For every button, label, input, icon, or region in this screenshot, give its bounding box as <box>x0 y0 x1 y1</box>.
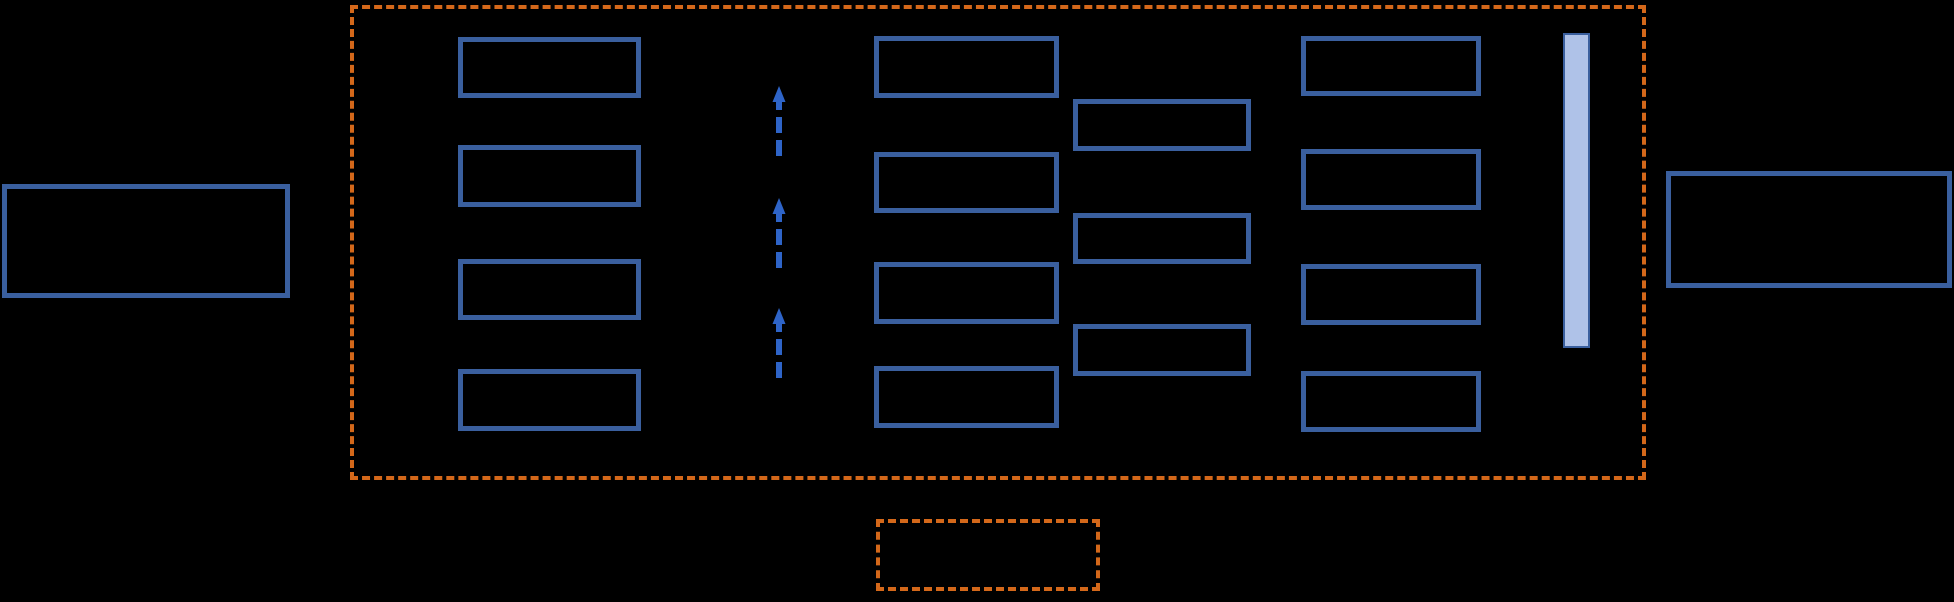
col2-node-2[interactable] <box>874 152 1059 213</box>
col1-node-1[interactable] <box>458 37 641 98</box>
right-outer-node[interactable] <box>1666 171 1952 288</box>
flow-arrow-1-icon <box>769 86 789 156</box>
col1-node-2[interactable] <box>458 145 641 207</box>
vertical-progress-bar[interactable] <box>1563 33 1590 348</box>
col1-node-4[interactable] <box>458 369 641 431</box>
main-dashed-region <box>350 5 1646 480</box>
flow-arrow-2-icon <box>769 198 789 268</box>
col2-node-1[interactable] <box>874 36 1059 98</box>
col4-node-2[interactable] <box>1301 149 1481 210</box>
col2-node-3[interactable] <box>874 262 1059 324</box>
col2-node-4[interactable] <box>874 366 1059 428</box>
col3-node-1[interactable] <box>1073 99 1251 151</box>
col4-node-4[interactable] <box>1301 371 1481 432</box>
bottom-dashed-region <box>876 519 1100 591</box>
col4-node-3[interactable] <box>1301 264 1481 325</box>
col3-node-3[interactable] <box>1073 324 1251 376</box>
left-outer-node[interactable] <box>2 184 290 298</box>
col4-node-1[interactable] <box>1301 36 1481 96</box>
flow-arrow-3-icon <box>769 308 789 378</box>
col1-node-3[interactable] <box>458 259 641 320</box>
col3-node-2[interactable] <box>1073 213 1251 264</box>
